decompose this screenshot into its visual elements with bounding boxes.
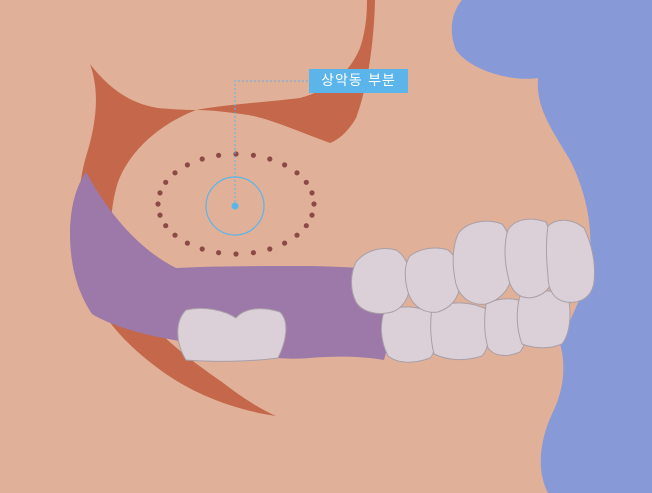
tooth-upper-1	[351, 248, 411, 315]
sinus-outline	[155, 151, 317, 257]
sinus-outline-dot	[250, 250, 256, 256]
sinus-outline-dot	[309, 190, 315, 196]
sinus-outline-dot	[267, 246, 273, 252]
sinus-outline-dot	[199, 246, 205, 252]
sinus-outline-dot	[163, 179, 169, 185]
sinus-outline-dot	[282, 162, 288, 168]
sinus-outline-dot	[250, 152, 256, 158]
gum	[70, 172, 400, 360]
sinus-outline-dot	[303, 223, 309, 229]
tooth-lower-1	[380, 306, 437, 363]
tooth-lower-2	[430, 302, 490, 361]
sinus-outline-dot	[309, 212, 315, 218]
tooth-upper-4	[504, 218, 555, 299]
target-circle-icon	[205, 176, 265, 236]
face-profile	[451, 0, 652, 493]
tooth-upper-5	[546, 219, 595, 303]
sinus-outline-dot	[311, 201, 317, 207]
sinus-outline-dot	[157, 212, 163, 218]
callout-leader-line	[234, 80, 309, 206]
tooth-upper-2	[404, 247, 461, 313]
sinus-outline-dot	[216, 152, 222, 158]
sinus-outline-dot	[163, 223, 169, 229]
sinus-outline-dot	[184, 240, 190, 246]
sinus-outline-dot	[294, 232, 300, 238]
tooth-lower-left	[177, 307, 287, 362]
sinus-outline-dot	[184, 162, 190, 168]
sinus-outline-dot	[233, 151, 239, 157]
sinus-outline-dot	[199, 156, 205, 162]
sinus-outline-dot	[282, 240, 288, 246]
callout-label-maxillary-sinus: 상악동 부분	[309, 69, 408, 93]
sinus-outline-dot	[216, 250, 222, 256]
tooth-upper-3	[452, 220, 514, 305]
sinus-outline-dot	[303, 179, 309, 185]
sinus-outline-dot	[172, 232, 178, 238]
nasal-cavity	[196, 0, 375, 143]
sinus-outline-dot	[267, 156, 273, 162]
sinus-outline-dot	[172, 170, 178, 176]
sinus-outline-dot	[294, 170, 300, 176]
sinus-outline-dot	[155, 201, 161, 207]
sinus-outline-dot	[233, 251, 239, 257]
target-center-dot	[231, 202, 239, 210]
sinus-outline-dot	[157, 190, 163, 196]
